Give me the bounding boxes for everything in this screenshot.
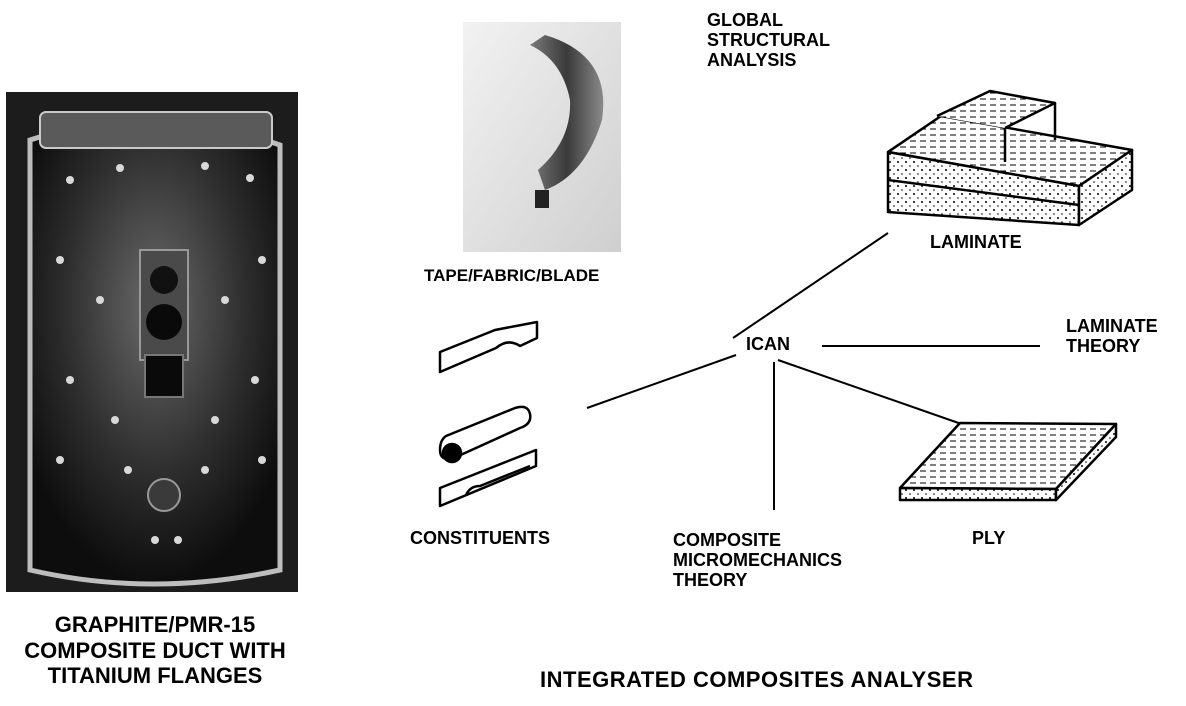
- label-laminate: LAMINATE: [930, 232, 1022, 252]
- label-laminate-theory: LAMINATE THEORY: [1066, 316, 1158, 357]
- laminate-illustration: [886, 89, 1134, 227]
- label-tape-fabric-blade: TAPE/FABRIC/BLADE: [424, 266, 600, 285]
- duct-caption: GRAPHITE/PMR-15 COMPOSITE DUCT WITH TITA…: [0, 612, 310, 689]
- figure-title: INTEGRATED COMPOSITES ANALYSER: [540, 667, 974, 692]
- duct-caption-line-3: TITANIUM FLANGES: [47, 663, 263, 689]
- ply-illustration: [898, 421, 1118, 502]
- label-ply: PLY: [972, 528, 1006, 548]
- line-to-ply: [777, 359, 971, 428]
- constituents-illustration: [438, 320, 539, 508]
- label-global-structural-analysis: GLOBAL STRUCTURAL ANALYSIS: [707, 10, 830, 71]
- duct-caption-line-1: GRAPHITE/PMR-15: [54, 612, 256, 637]
- label-composite-micromechanics-theory: COMPOSITE MICROMECHANICS THEORY: [673, 530, 842, 591]
- line-to-laminate: [732, 232, 889, 339]
- blade-photo: [463, 22, 621, 252]
- label-constituents: CONSTITUENTS: [410, 528, 551, 548]
- composite-duct-photo: [6, 92, 298, 592]
- duct-caption-line-2: COMPOSITE DUCT WITH: [24, 637, 286, 663]
- line-to-constituents: [586, 354, 737, 409]
- connector-lines: [586, 232, 1040, 510]
- label-ican: ICAN: [746, 334, 790, 354]
